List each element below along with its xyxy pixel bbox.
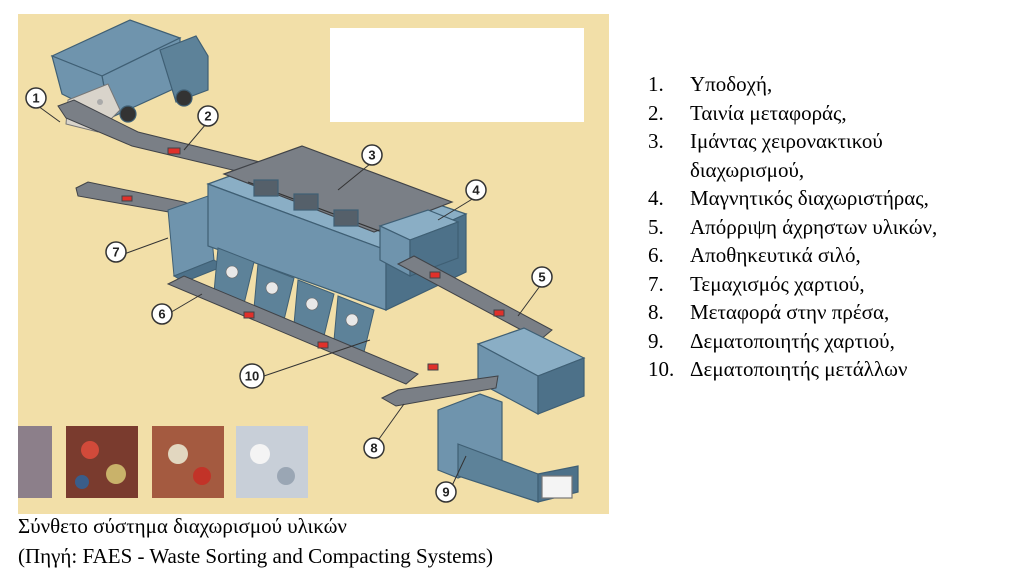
legend-item: 2. Ταινία μεταφοράς, [648,99,937,128]
svg-text:6: 6 [158,307,165,322]
svg-text:3: 3 [368,148,375,163]
svg-text:5: 5 [538,270,545,285]
legend-label: Αποθηκευτικά σιλό, [690,243,861,267]
legend-number: 7. [648,271,664,296]
legend-number: 2. [648,100,664,125]
legend-number: 10. [648,357,675,381]
legend-label: διαχωρισμού, [690,157,805,182]
photo-4 [236,426,308,498]
photo-3 [152,426,224,498]
photo-2 [66,426,138,498]
lower-conveyor [166,275,419,385]
callout-2: 2 [197,105,219,127]
legend-label: Υποδοχή, [690,72,773,96]
svg-text:1: 1 [32,91,39,106]
component-legend: 1. Υποδοχή, 2. Ταινία μεταφοράς, 3. Ιμάντας… [648,70,937,384]
legend-item: διαχωρισμού, [648,156,937,185]
legend-item: 3. Ιμάντας χειρονακτικού [648,127,937,156]
press-conveyor [380,363,499,407]
photo-1 [18,426,52,498]
svg-text:7: 7 [112,245,119,260]
callout-10: 10 [239,363,265,389]
legend-item: 8. Μεταφορά στην πρέσα, [648,298,937,327]
callout-1: 1 [25,87,47,109]
legend-item: 10. Δεματοποιητής μετάλλων [648,355,937,384]
legend-label: Δεματοποιητής χαρτιού, [690,328,895,353]
legend-number: 6. [648,243,664,267]
truck [50,19,209,123]
legend-number: 9. [648,328,664,353]
legend-label: Απόρριψη άχρηστων υλικών, [690,214,938,239]
legend-item: 7. Τεμαχισμός χαρτιού, [648,270,937,299]
legend-item: 9. Δεματοποιητής χαρτιού, [648,327,937,356]
callout-4: 4 [465,179,487,201]
svg-text:8: 8 [370,441,377,456]
svg-text:4: 4 [472,183,480,198]
caption-title: Σύνθετο σύστημα διαχωρισμού υλικών [18,514,347,538]
legend-item: 6. Αποθηκευτικά σιλό, [648,241,937,270]
container [476,327,586,415]
legend-label: Ταινία μεταφοράς, [690,100,847,125]
legend-number: 1. [648,72,664,96]
svg-text:9: 9 [442,485,449,500]
callout-8: 8 [363,437,385,459]
legend-number: 4. [648,186,664,210]
svg-text:10: 10 [245,369,259,384]
legend-number: 8. [648,300,664,324]
legend-item: 5. Απόρριψη άχρηστων υλικών, [648,213,937,242]
conveyor-2 [57,99,269,179]
callout-9: 9 [435,481,457,503]
diagram-drawing: 1 2 3 4 5 6 7 8 9 10 [18,19,586,503]
sorting-system-diagram: 1 2 3 4 5 6 7 8 9 10 [18,14,609,514]
legend-item: 4. Μαγνητικός διαχωριστήρας, [648,184,937,213]
callout-7: 7 [105,241,127,263]
baler [437,393,579,503]
legend-label: Τεμαχισμός χαρτιού, [690,271,865,296]
callout-6: 6 [151,303,173,325]
legend-label: Ιμάντας χειρονακτικού [690,129,883,153]
legend-number: 5. [648,214,664,239]
callout-5: 5 [531,266,553,288]
caption-source: (Πηγή: FAES - Waste Sorting and Compacti… [18,544,494,568]
blank-area [330,28,584,122]
legend-label: Μεταφορά στην πρέσα, [690,300,890,324]
callout-3: 3 [361,144,383,166]
legend-label: Δεματοποιητής μετάλλων [690,357,908,381]
legend-label: Μαγνητικός διαχωριστήρας, [690,186,929,210]
legend-number: 3. [648,129,664,153]
legend-item: 1. Υποδοχή, [648,70,937,99]
reject-conveyor [396,255,553,341]
svg-text:2: 2 [204,109,211,124]
material-photos [18,426,308,498]
